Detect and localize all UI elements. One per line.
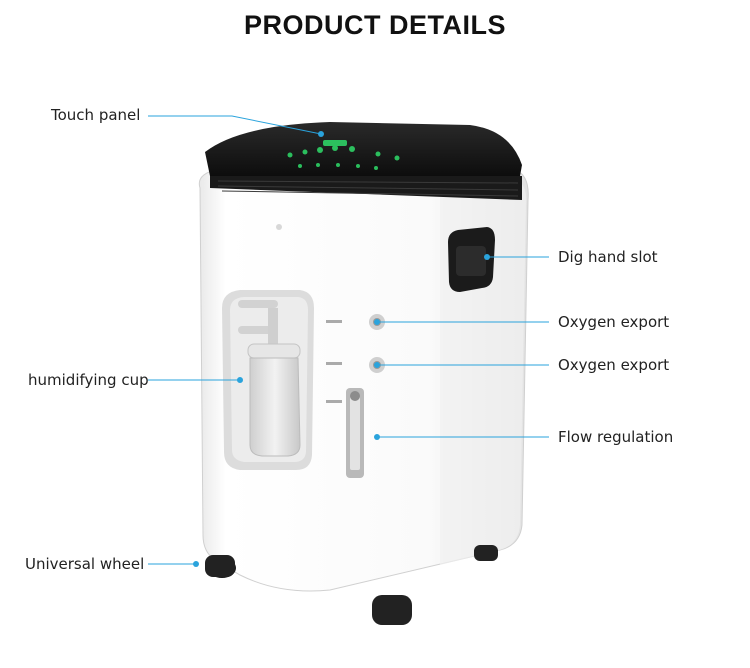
indicator-dot bbox=[276, 224, 282, 230]
label-oxygen-export-1: Oxygen export bbox=[558, 313, 670, 331]
callout-dots bbox=[193, 131, 490, 567]
label-dig-hand-slot: Dig hand slot bbox=[558, 248, 658, 266]
wheels bbox=[205, 545, 498, 625]
humidifier-window bbox=[222, 290, 314, 470]
label-humidifying-cup: humidifying cup bbox=[28, 371, 149, 389]
label-touch-panel: Touch panel bbox=[51, 106, 141, 124]
label-oxygen-export-2: Oxygen export bbox=[558, 356, 670, 374]
touch-panel bbox=[205, 122, 522, 200]
label-flow-regulation: Flow regulation bbox=[558, 428, 674, 446]
flowmeter bbox=[346, 388, 364, 478]
callout-lines bbox=[148, 115, 549, 565]
page-title: PRODUCT DETAILS bbox=[244, 10, 506, 40]
hand-slot bbox=[448, 227, 495, 292]
label-universal-wheel: Universal wheel bbox=[25, 555, 145, 573]
